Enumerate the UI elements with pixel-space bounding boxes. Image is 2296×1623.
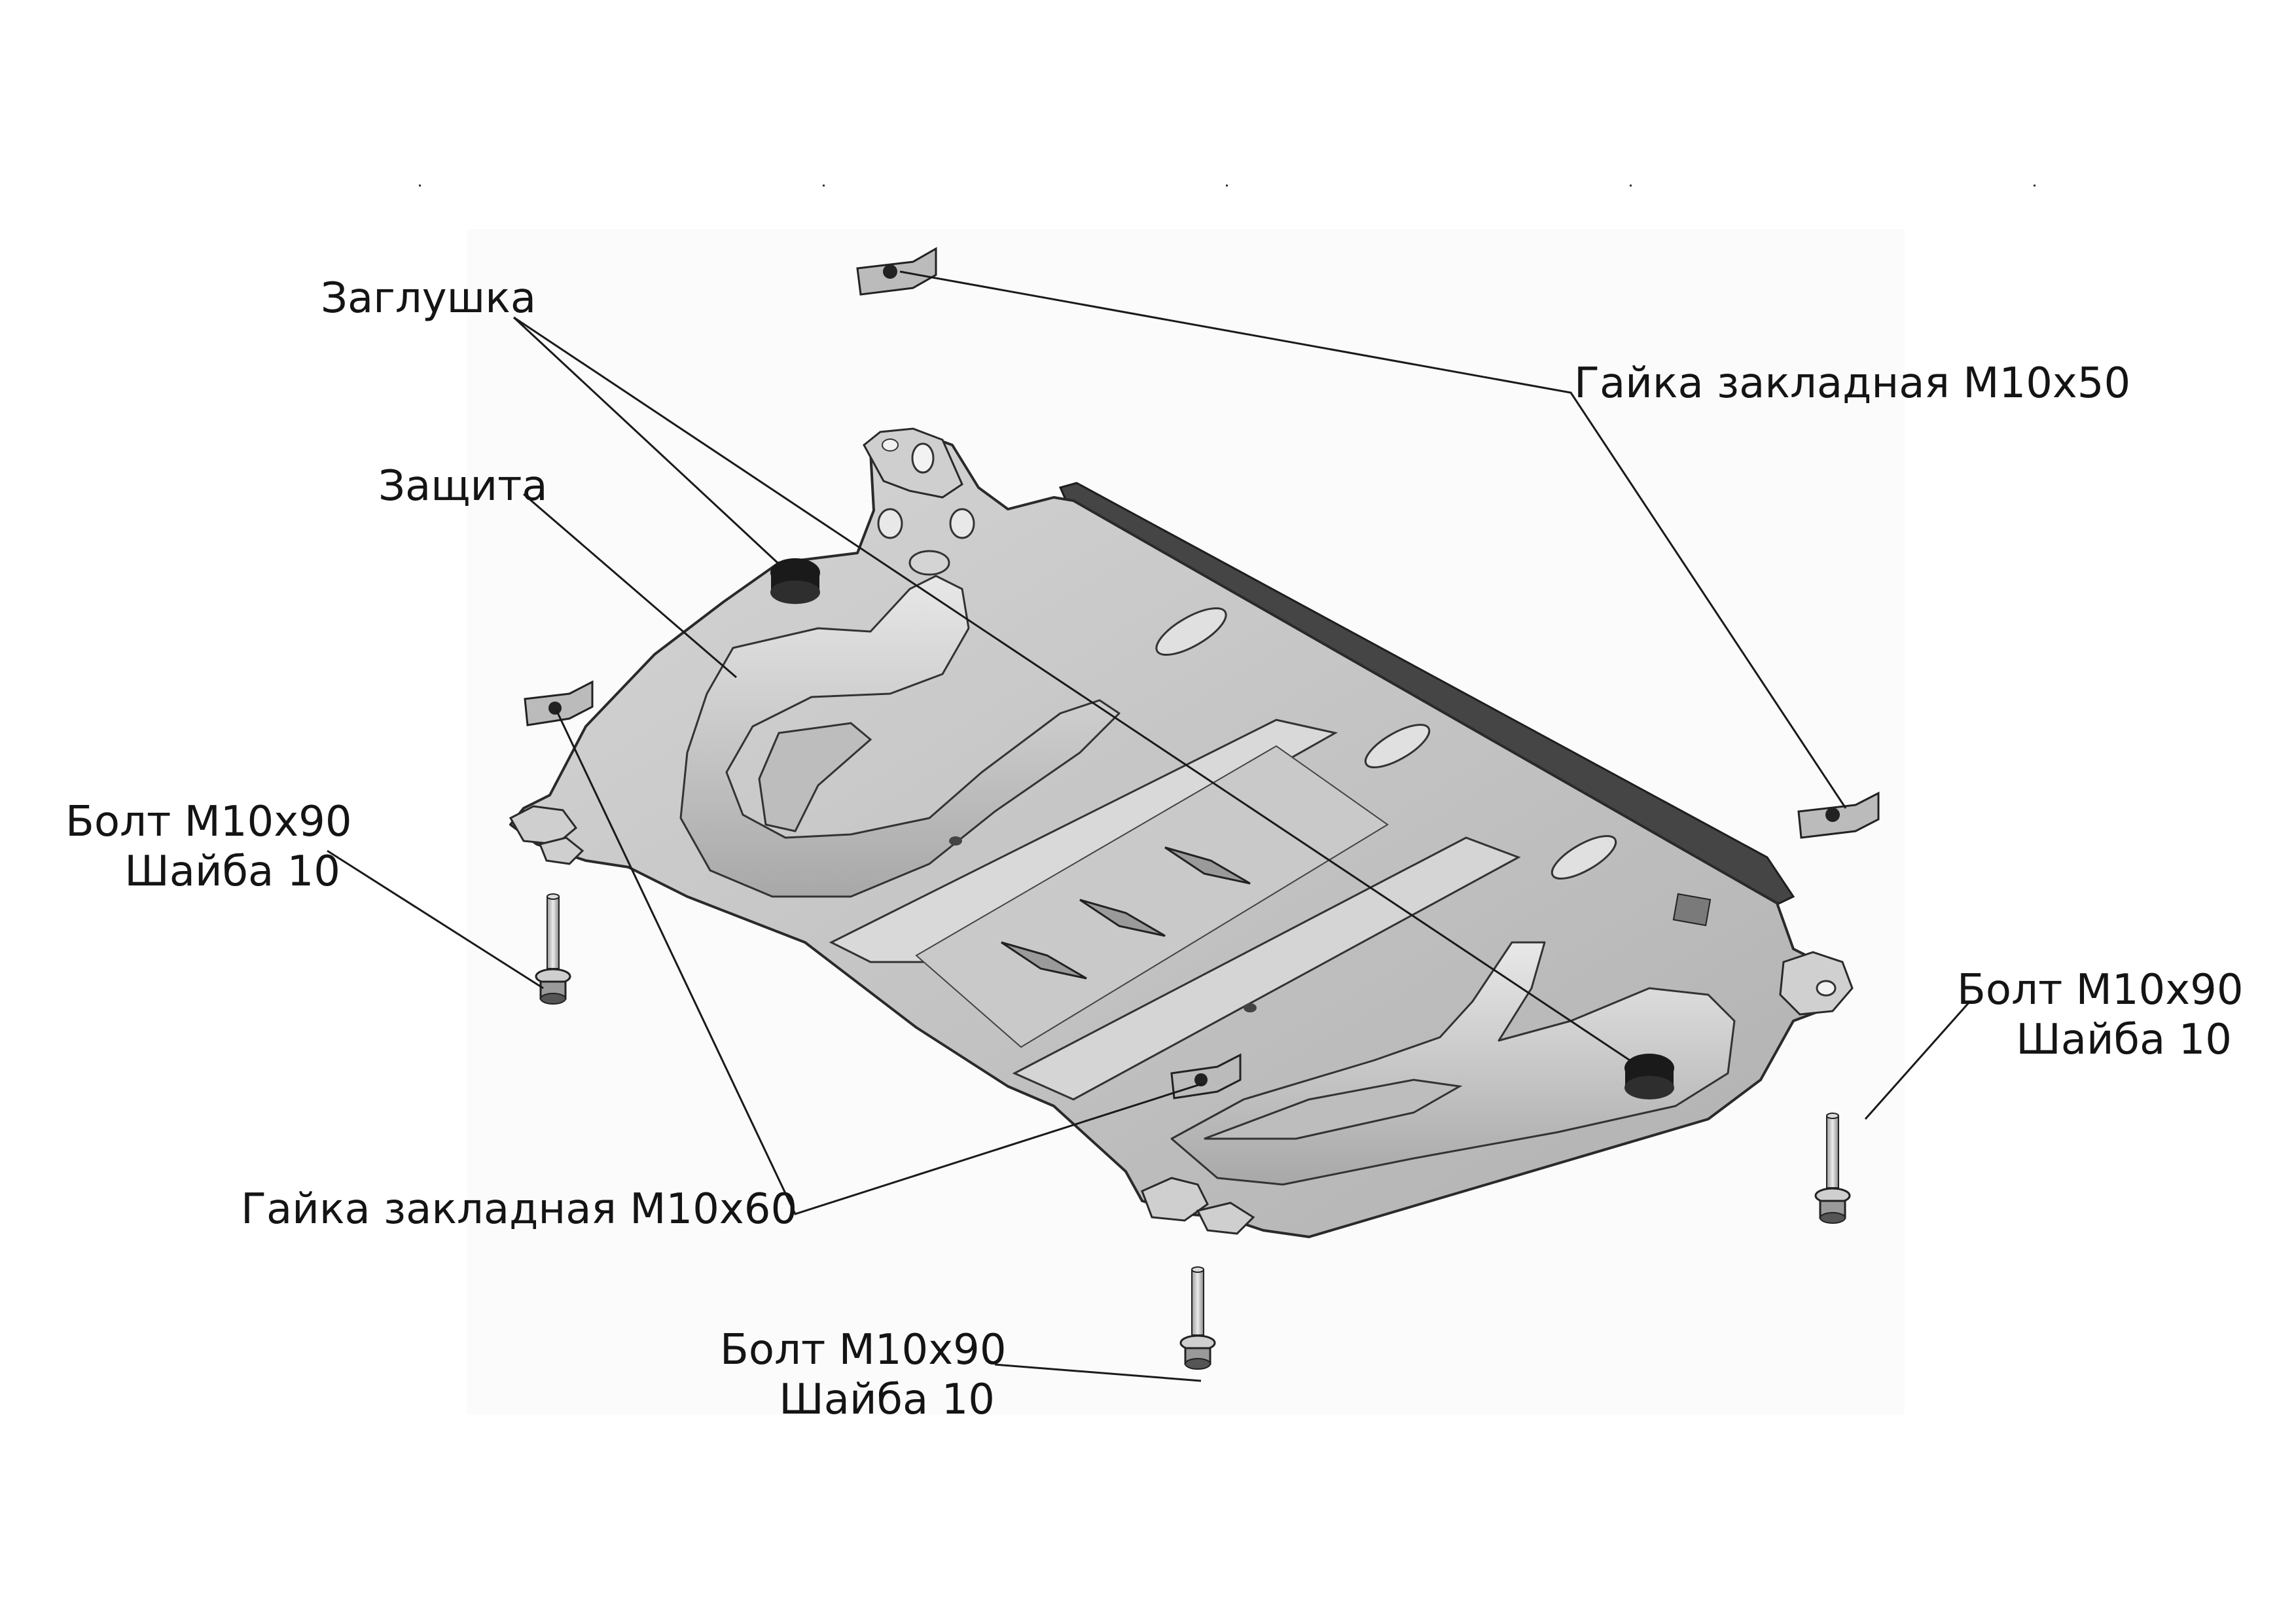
guard-boss: [1551, 835, 1617, 880]
guard-plate: [509, 427, 1854, 1238]
weld-nut-m10x60: [524, 680, 594, 726]
label-bolt-right: Болт М10х90 Шайба 10: [1957, 965, 2244, 1065]
label-bolt-left: Болт М10х90 Шайба 10: [65, 797, 352, 897]
label-bolt-right-line1: Болт М10х90: [1957, 966, 2244, 1014]
mount-hole: [877, 508, 903, 539]
mount-hole: [1816, 980, 1837, 997]
leader-zaglushka-1: [512, 316, 797, 580]
leader-bolt-bottom: [994, 1363, 1202, 1382]
bolt-right: [1814, 1113, 1851, 1224]
guard-boss: [1364, 724, 1431, 768]
weld-nut-m10x50: [856, 247, 937, 296]
mount-hole: [949, 508, 975, 539]
weld-nut-m10x50: [1797, 791, 1880, 839]
sheet-tick: [1630, 185, 1632, 187]
label-bolt-bottom-line1: Болт М10х90: [720, 1326, 1007, 1374]
leader-lines: [327, 270, 1971, 1382]
leader-zashchita: [523, 493, 737, 679]
guard-channel-inner: [1204, 1079, 1463, 1140]
label-gayka-m10x60: Гайка закладная М10х60: [241, 1185, 798, 1234]
guard-tab-bottom: [1141, 1177, 1209, 1222]
guard-slot: [1164, 846, 1251, 885]
label-zashchita: Защита: [378, 462, 548, 510]
guard-slot: [1001, 941, 1087, 980]
mount-hole: [911, 442, 935, 474]
guard-channel: [679, 575, 1121, 898]
guard-tab-left: [509, 805, 578, 846]
label-bolt-right-line2: Шайба 10: [2016, 1016, 2232, 1064]
mount-hole: [882, 438, 899, 452]
sheet-tick: [419, 185, 421, 187]
bolt-left: [535, 893, 571, 1005]
sheet-tick: [2034, 185, 2036, 187]
label-bolt-bottom-line2: Шайба 10: [779, 1376, 995, 1424]
guard-slot: [1079, 899, 1166, 937]
label-gayka-m10x50: Гайка закладная М10х50: [1574, 359, 2131, 408]
label-bolt-left-line1: Болт М10х90: [65, 798, 352, 846]
guard-tab-left: [538, 836, 584, 865]
guard-channel-inner: [758, 722, 872, 832]
guard-tab-bottom: [1196, 1202, 1255, 1235]
label-bolt-left-line2: Шайба 10: [124, 847, 340, 896]
leader-zaglushka-2: [513, 316, 1650, 1075]
mount-hole: [908, 550, 950, 576]
plug-part: [770, 558, 820, 604]
leader-gayka-m10x50: [899, 270, 1847, 809]
leader-gayka-m10x60: [555, 709, 1205, 1215]
label-zaglushka: Заглушка: [321, 274, 537, 323]
guard-small-hole: [1244, 1003, 1257, 1012]
sheet-tick: [1226, 185, 1228, 187]
bolt-bottom: [1179, 1266, 1216, 1370]
guard-boss: [1155, 607, 1227, 656]
plug-part: [1624, 1054, 1674, 1099]
guard-mount-ear-right: [1779, 951, 1854, 1016]
label-bolt-bottom: Болт М10х90 Шайба 10: [720, 1325, 1007, 1425]
leader-bolt-left: [327, 849, 544, 990]
guard-square-pad: [1672, 893, 1712, 927]
guard-small-hole: [949, 836, 962, 846]
leader-bolt-right: [1864, 1001, 1971, 1120]
sheet-tick: [823, 185, 825, 187]
